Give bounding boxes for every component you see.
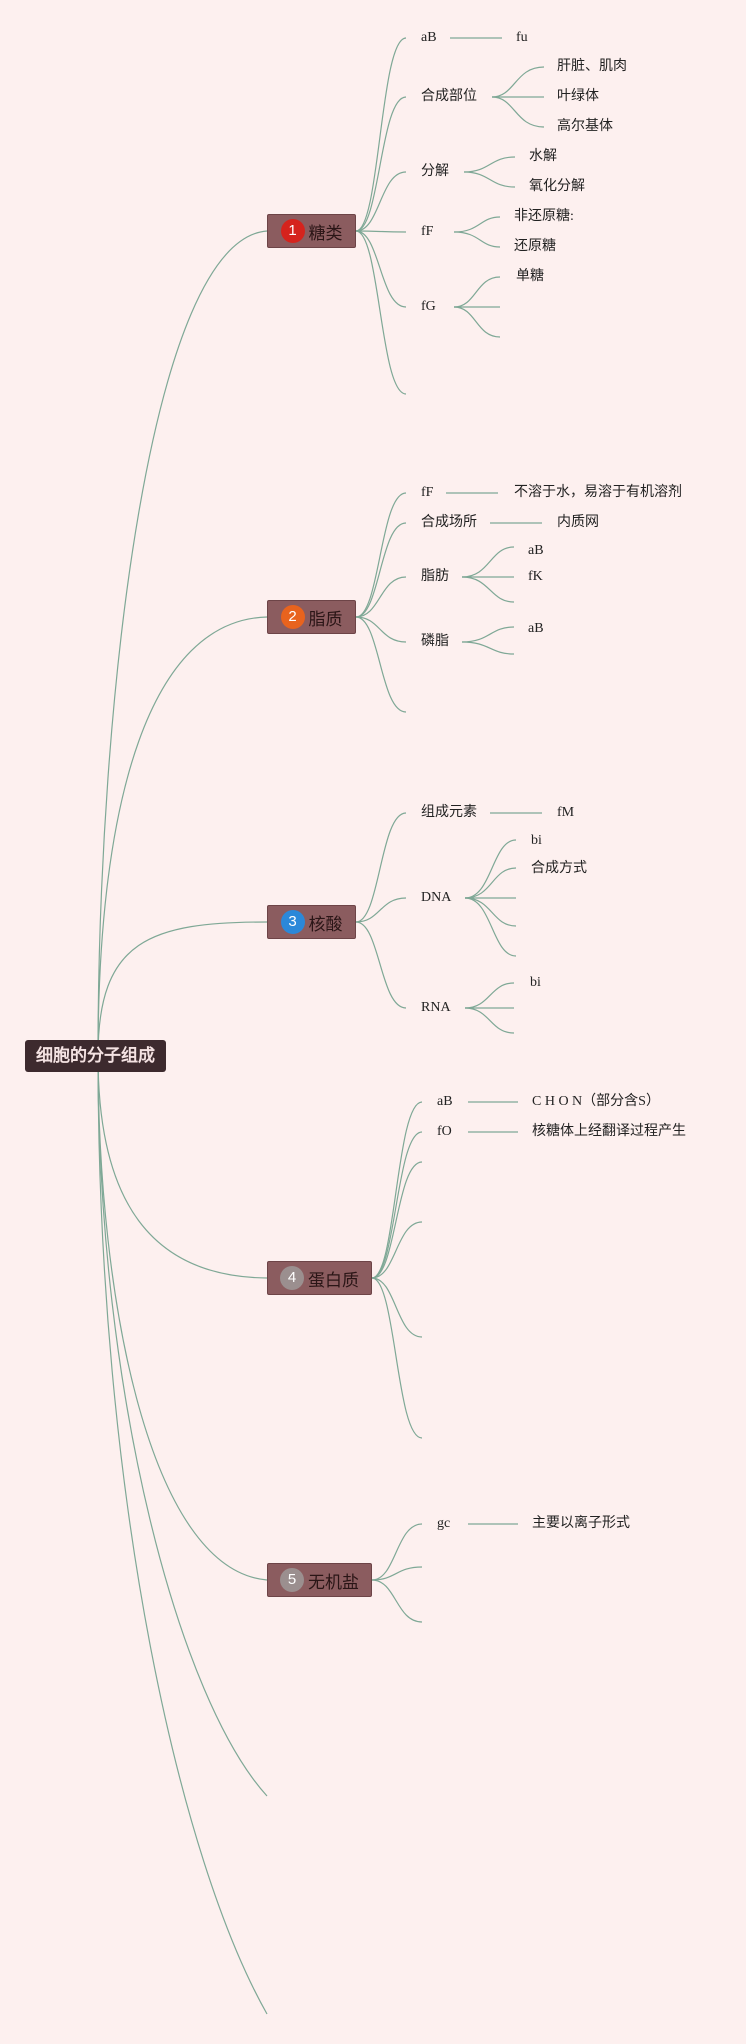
node-sugar-decompose-1[interactable]: 水解: [529, 149, 557, 164]
node-lipid-phospho-1[interactable]: aB: [528, 621, 544, 636]
branch-label: 无机盐: [308, 1572, 359, 1592]
branch-label: 糖类: [308, 223, 343, 243]
node-nucleic-dna-1[interactable]: bi: [531, 833, 542, 848]
node-nucleic-rna[interactable]: RNA: [421, 1000, 451, 1015]
branch-nucleic-acid[interactable]: 3 核酸: [267, 905, 356, 939]
node-sugar-ff-2[interactable]: 还原糖: [514, 239, 556, 254]
node-sugar-site-2[interactable]: 叶绿体: [557, 89, 599, 104]
node-sugar-ab[interactable]: aB: [421, 30, 437, 45]
node-sugar-ff-1[interactable]: 非还原糖:: [514, 209, 574, 224]
node-lipid-fat[interactable]: 脂肪: [421, 569, 449, 584]
node-sugar-site-1[interactable]: 肝脏、肌肉: [557, 59, 627, 74]
node-salt-gc-child[interactable]: 主要以离子形式: [532, 1516, 630, 1531]
node-lipid-fat-1[interactable]: aB: [528, 543, 544, 558]
node-lipid-phospho[interactable]: 磷脂: [421, 634, 449, 649]
node-protein-fo[interactable]: fO: [437, 1124, 452, 1139]
node-sugar-site-3[interactable]: 高尔基体: [557, 119, 613, 134]
node-lipid-site[interactable]: 合成场所: [421, 515, 477, 530]
node-protein-fo-child[interactable]: 核糖体上经翻译过程产生: [532, 1124, 686, 1139]
node-sugar-fg[interactable]: fG: [421, 299, 436, 314]
node-sugar-site[interactable]: 合成部位: [421, 89, 477, 104]
root-node[interactable]: 细胞的分子组成: [25, 1040, 166, 1072]
node-protein-ab[interactable]: aB: [437, 1094, 453, 1109]
node-nucleic-dna-2[interactable]: 合成方式: [531, 861, 587, 876]
number-badge: 2: [280, 605, 305, 629]
node-lipid-site-child[interactable]: 内质网: [557, 515, 599, 530]
node-sugar-fg-1[interactable]: 单糖: [516, 269, 544, 284]
node-sugar-decompose[interactable]: 分解: [421, 164, 449, 179]
number-badge: 5: [280, 1568, 304, 1592]
branch-inorganic-salt[interactable]: 5 无机盐: [267, 1563, 372, 1597]
node-salt-gc[interactable]: gc: [437, 1516, 451, 1531]
node-sugar-ab-child[interactable]: fu: [516, 30, 528, 45]
node-nucleic-elements[interactable]: 组成元素: [421, 805, 477, 820]
node-lipid-ff-child[interactable]: 不溶于水，易溶于有机溶剂: [514, 485, 682, 500]
node-nucleic-dna[interactable]: DNA: [421, 890, 452, 905]
node-sugar-decompose-2[interactable]: 氧化分解: [529, 179, 585, 194]
node-sugar-ff[interactable]: fF: [421, 224, 434, 239]
branch-sugar[interactable]: 1 糖类: [267, 214, 356, 248]
branch-label: 核酸: [308, 914, 343, 934]
branch-protein[interactable]: 4 蛋白质: [267, 1261, 372, 1295]
node-protein-ab-child[interactable]: C H O N（部分含S）: [532, 1094, 660, 1109]
branch-label: 脂质: [308, 609, 343, 629]
node-nucleic-rna-1[interactable]: bi: [530, 975, 541, 990]
node-nucleic-elements-child[interactable]: fM: [557, 805, 575, 820]
node-lipid-ff[interactable]: fF: [421, 485, 434, 500]
node-lipid-fat-2[interactable]: fK: [528, 569, 543, 584]
number-badge: 1: [280, 219, 305, 243]
branch-label: 蛋白质: [308, 1270, 359, 1290]
branch-lipid[interactable]: 2 脂质: [267, 600, 356, 634]
number-badge: 4: [280, 1266, 304, 1290]
number-badge: 3: [280, 910, 305, 934]
